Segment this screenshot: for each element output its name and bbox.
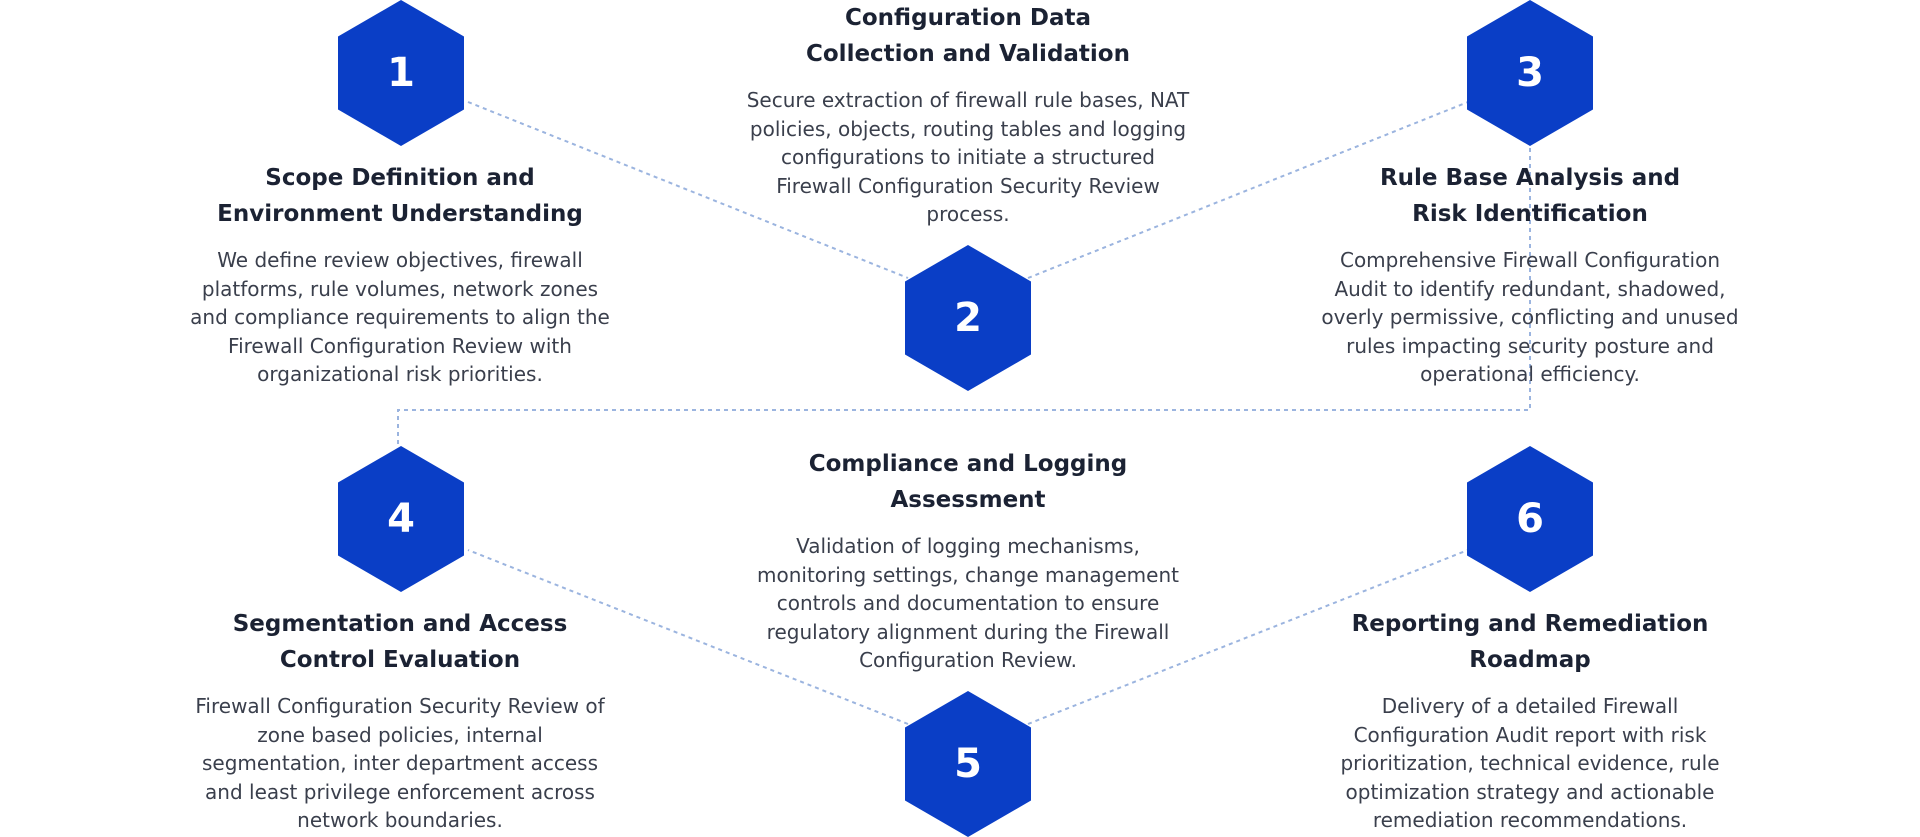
step-1-block: Scope Definition and Environment Underst… xyxy=(170,160,630,389)
connector-5-6 xyxy=(1027,549,1469,725)
step-3-number: 3 xyxy=(1516,50,1544,96)
step-3-block: Rule Base Analysis and Risk Identificati… xyxy=(1300,160,1760,389)
step-5-number: 5 xyxy=(954,741,982,787)
step-4-description: Firewall Configuration Security Review o… xyxy=(195,694,605,832)
step-5-title: Compliance and Logging Assessment xyxy=(808,451,1128,513)
step-6-description: Delivery of a detailed Firewall Configur… xyxy=(1340,694,1720,832)
step-2-number: 2 xyxy=(954,295,982,341)
step-1-hexagon: 1 xyxy=(338,0,464,146)
step-4-number: 4 xyxy=(387,496,415,542)
step-1-number: 1 xyxy=(387,50,415,96)
step-6-title: Reporting and Remediation Roadmap xyxy=(1351,611,1709,673)
step-3-title: Rule Base Analysis and Risk Identificati… xyxy=(1379,165,1681,227)
step-6-number: 6 xyxy=(1516,496,1544,542)
step-4-title: Segmentation and Access Control Evaluati… xyxy=(232,611,568,673)
connector-1-2 xyxy=(467,101,909,279)
step-1-title: Scope Definition and Environment Underst… xyxy=(217,165,583,227)
step-6-block: Reporting and Remediation Roadmap Delive… xyxy=(1300,606,1760,835)
step-3-description: Comprehensive Firewall Configuration Aud… xyxy=(1321,248,1739,386)
step-2-hexagon: 2 xyxy=(905,245,1031,391)
step-2-title: Configuration Data Collection and Valida… xyxy=(806,5,1130,67)
connector-5-4 xyxy=(467,549,909,725)
connector-2-3 xyxy=(1027,101,1469,279)
connector-3-4 xyxy=(397,148,1531,448)
step-2-description: Secure extraction of firewall rule bases… xyxy=(746,88,1190,226)
step-2-block: Configuration Data Collection and Valida… xyxy=(738,0,1198,229)
step-3-hexagon: 3 xyxy=(1467,0,1593,146)
step-5-block: Compliance and Logging Assessment Valida… xyxy=(738,446,1198,675)
step-5-description: Validation of logging mechanisms, monito… xyxy=(757,534,1179,672)
step-4-block: Segmentation and Access Control Evaluati… xyxy=(170,606,630,835)
step-1-description: We define review objectives, firewall pl… xyxy=(190,248,610,386)
